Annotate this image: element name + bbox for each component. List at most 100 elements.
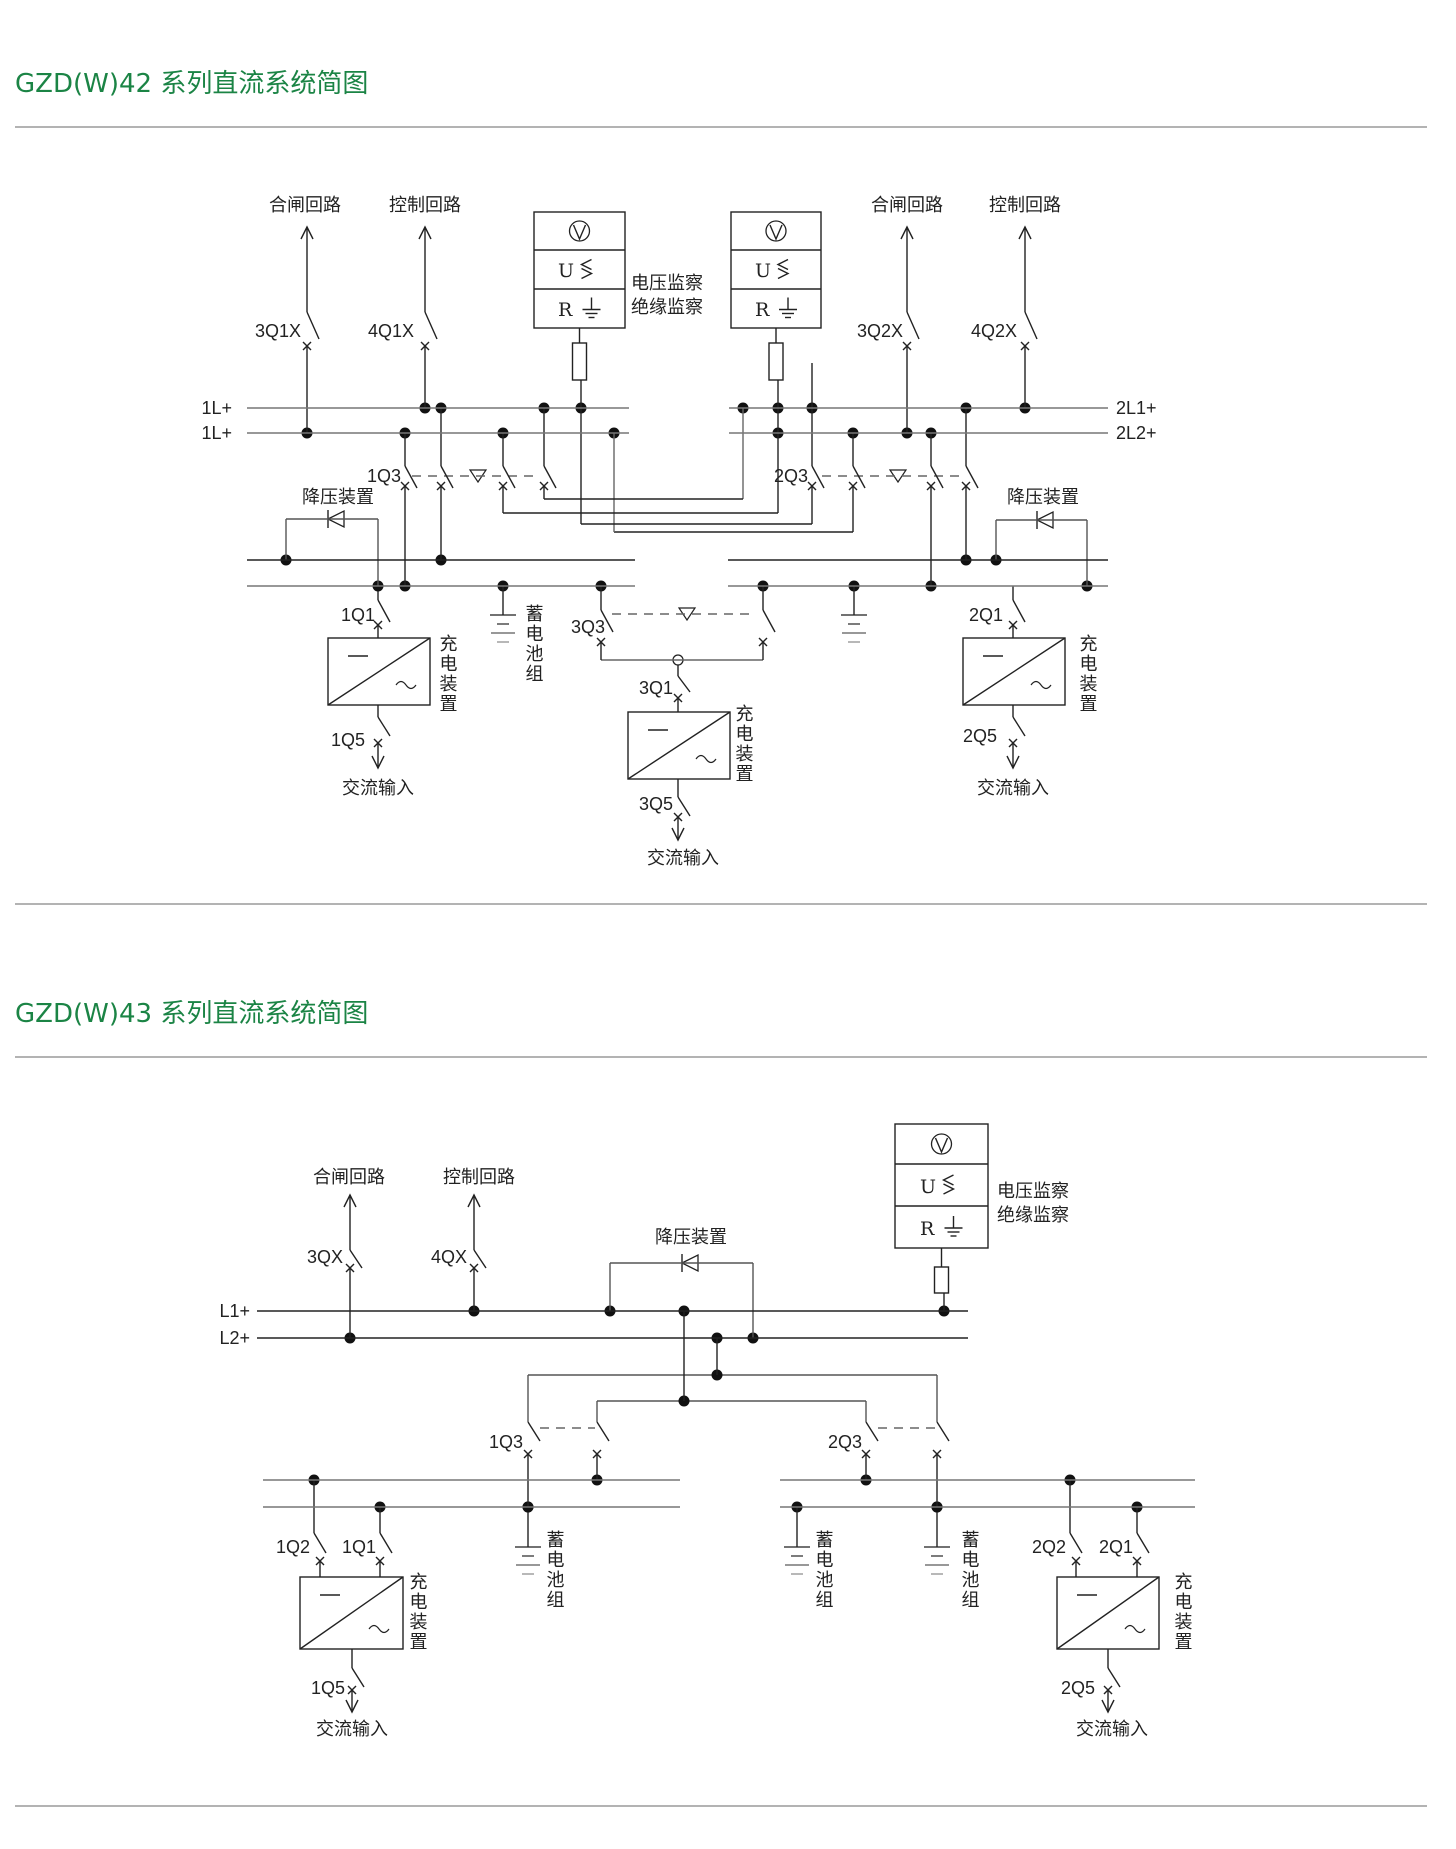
label-closing-circuit: 合闸回路 <box>269 195 341 216</box>
bus-label: L1+ <box>219 1301 250 1321</box>
switch-blade <box>473 1249 487 1269</box>
label-battery: 蓄电池组 <box>813 1530 834 1610</box>
label-charger: 充电装置 <box>1077 634 1098 714</box>
switch-label: 2Q1 <box>1099 1537 1133 1557</box>
label-buck-device: 降压装置 <box>1007 487 1079 508</box>
switch-blade <box>404 465 418 489</box>
bus-label: 1L+ <box>201 398 232 418</box>
compare-symbol-icon <box>581 267 594 280</box>
switch-blade <box>377 599 391 623</box>
switch-blade <box>906 311 920 340</box>
meter-u: U <box>558 260 574 282</box>
switch-label: 4Q1X <box>368 321 414 341</box>
breaker-cross-icon <box>469 1263 479 1273</box>
switch-blade <box>527 1421 541 1442</box>
label-battery: 蓄电池组 <box>523 604 544 684</box>
monitor-box <box>533 211 626 329</box>
breaker-cross-icon <box>498 481 508 491</box>
voltmeter-icon <box>769 224 783 241</box>
switch-blade <box>677 796 691 817</box>
switch-label: 3Q1 <box>639 678 673 698</box>
breaker-cross-icon <box>902 341 912 351</box>
label-closing-circuit: 合闸回路 <box>313 1167 385 1188</box>
charger-diagonal <box>299 1576 404 1650</box>
label-ac-input: 交流输入 <box>647 848 719 869</box>
breaker-cross-icon <box>375 1556 385 1566</box>
voltmeter-icon <box>930 1133 953 1155</box>
switch-blade <box>762 609 776 633</box>
switch-blade <box>543 465 557 489</box>
breaker-cross-icon <box>420 341 430 351</box>
label-ac-input: 交流输入 <box>977 778 1049 799</box>
breaker-cross-icon <box>932 1449 942 1459</box>
breaker-cross-icon <box>523 1449 533 1459</box>
switch-blade <box>377 716 391 737</box>
switch-label: 3Q5 <box>639 794 673 814</box>
voltmeter-icon <box>934 1137 949 1154</box>
label-charger: 充电装置 <box>733 704 754 784</box>
label-control-circuit: 控制回路 <box>389 195 461 216</box>
breaker-cross-icon <box>1008 620 1018 630</box>
label-insulation-monitor: 绝缘监察 <box>997 1205 1069 1226</box>
fuse-icon <box>933 1266 950 1294</box>
breaker-cross-icon <box>758 637 768 647</box>
switch-blade <box>1107 1667 1121 1688</box>
meter-u: U <box>920 1176 936 1198</box>
label-charger: 充电装置 <box>1172 1572 1193 1652</box>
charger-diagonal <box>627 711 731 780</box>
switch-blade <box>379 1532 393 1554</box>
breaker-cross-icon <box>673 693 683 703</box>
switch-blade <box>677 675 691 693</box>
label-ac-input: 交流输入 <box>316 1719 388 1740</box>
switch-label: 3Q2X <box>857 321 903 341</box>
switch-label: 1Q1 <box>341 605 375 625</box>
switch-blade <box>424 311 438 340</box>
breaker-cross-icon <box>1020 341 1030 351</box>
bus-label: 1L+ <box>201 423 232 443</box>
breaker-cross-icon <box>373 738 383 748</box>
arrow-up-icon <box>1018 225 1032 240</box>
breaker-cross-icon <box>373 620 383 630</box>
ac-symbol-icon <box>1030 680 1052 690</box>
charger-box <box>962 637 1066 706</box>
breaker-cross-icon <box>436 481 446 491</box>
switch-label: 1Q3 <box>367 466 401 486</box>
charger-diagonal <box>327 637 431 706</box>
label-battery: 蓄电池组 <box>959 1530 980 1610</box>
switch-label: 2Q3 <box>774 466 808 486</box>
label-control-circuit: 控制回路 <box>989 195 1061 216</box>
meter-u: U <box>755 260 771 282</box>
fuse-icon <box>571 342 588 381</box>
ac-symbol-icon <box>1124 1624 1146 1634</box>
breaker-cross-icon <box>1132 1556 1142 1566</box>
label-ac-input: 交流输入 <box>1076 1719 1148 1740</box>
fuse-icon <box>768 342 784 381</box>
breaker-cross-icon <box>302 341 312 351</box>
switch-label: 1Q5 <box>331 730 365 750</box>
switch-label: 4QX <box>431 1247 467 1267</box>
switch-label: 1Q5 <box>311 1678 345 1698</box>
breaker-cross-icon <box>807 481 817 491</box>
monitor-box <box>730 211 822 329</box>
monitor-box <box>894 1123 989 1249</box>
switch-blade <box>1012 599 1026 623</box>
switch-blade <box>313 1532 327 1554</box>
switch-blade <box>1136 1532 1150 1554</box>
switch-blade <box>440 465 454 489</box>
breaker-cross-icon <box>539 481 549 491</box>
charger-box <box>627 711 731 780</box>
meter-r: R <box>920 1218 935 1240</box>
switch-label: 2Q5 <box>1061 1678 1095 1698</box>
switch-label: 3Q1X <box>255 321 301 341</box>
label-voltage-monitor: 电压监察 <box>631 273 703 294</box>
arrow-up-icon <box>467 1193 481 1208</box>
switch-label: 1Q2 <box>276 1537 310 1557</box>
compare-symbol-icon <box>943 1183 956 1195</box>
breaker-cross-icon <box>1103 1685 1113 1695</box>
breaker-cross-icon <box>848 481 858 491</box>
switch-blade <box>306 311 320 340</box>
switch-blade <box>1069 1532 1083 1554</box>
section-title-42: GZD(W)42 系列直流系统简图 <box>15 69 368 99</box>
switch-blade <box>596 1421 610 1442</box>
switch-blade <box>349 1249 363 1269</box>
